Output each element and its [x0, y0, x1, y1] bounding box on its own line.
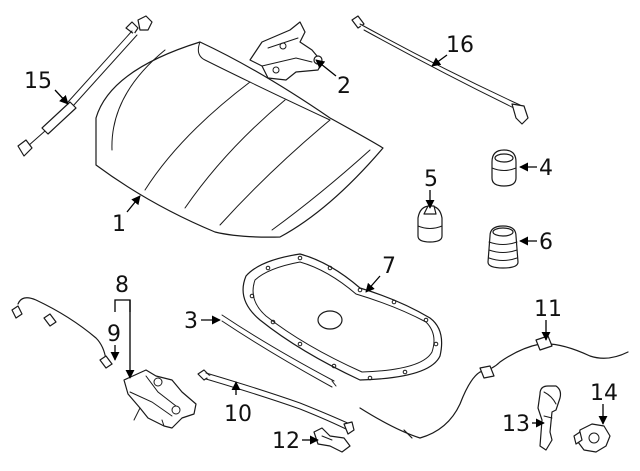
callout-12: 12 — [272, 429, 300, 454]
hood-hinge — [249, 21, 323, 81]
callout-14: 14 — [590, 381, 618, 406]
seal-strip — [220, 314, 337, 388]
callout-13: 13 — [502, 412, 530, 437]
leader-1 — [126, 195, 141, 213]
callout-7: 7 — [382, 254, 396, 279]
hood-latch — [123, 369, 197, 429]
latch-cable-9 — [11, 297, 113, 369]
leader-16 — [431, 54, 448, 67]
callout-4: 4 — [539, 156, 553, 181]
leader-8-bracket — [114, 299, 131, 312]
bumper-stop-4 — [491, 149, 517, 187]
callout-11: 11 — [534, 297, 562, 322]
cushion-6 — [487, 225, 519, 269]
clip-12 — [313, 427, 351, 453]
switch-14 — [573, 423, 611, 453]
hood-panel — [95, 41, 384, 238]
leader-lines — [54, 54, 608, 445]
callout-labels: 1 2 3 4 5 6 7 8 9 10 11 12 13 14 15 16 — [24, 33, 618, 454]
callout-9: 9 — [107, 322, 121, 347]
callout-10: 10 — [224, 402, 252, 427]
release-cable-11 — [359, 335, 629, 439]
release-handle — [537, 385, 562, 451]
callout-15: 15 — [24, 69, 52, 94]
hood-insulator — [242, 253, 443, 381]
leader-2 — [315, 59, 337, 77]
leader-15 — [54, 89, 69, 105]
callout-6: 6 — [539, 230, 553, 255]
callout-5: 5 — [424, 167, 438, 192]
callout-16: 16 — [446, 33, 474, 58]
bumper-stop-5 — [417, 205, 443, 243]
hood-strut — [17, 15, 153, 157]
callout-2: 2 — [337, 74, 351, 99]
callout-8: 8 — [115, 273, 129, 298]
callout-1: 1 — [112, 212, 126, 237]
leader-7 — [365, 275, 381, 293]
hood-seal-rod — [351, 15, 529, 125]
callout-3: 3 — [184, 309, 198, 334]
